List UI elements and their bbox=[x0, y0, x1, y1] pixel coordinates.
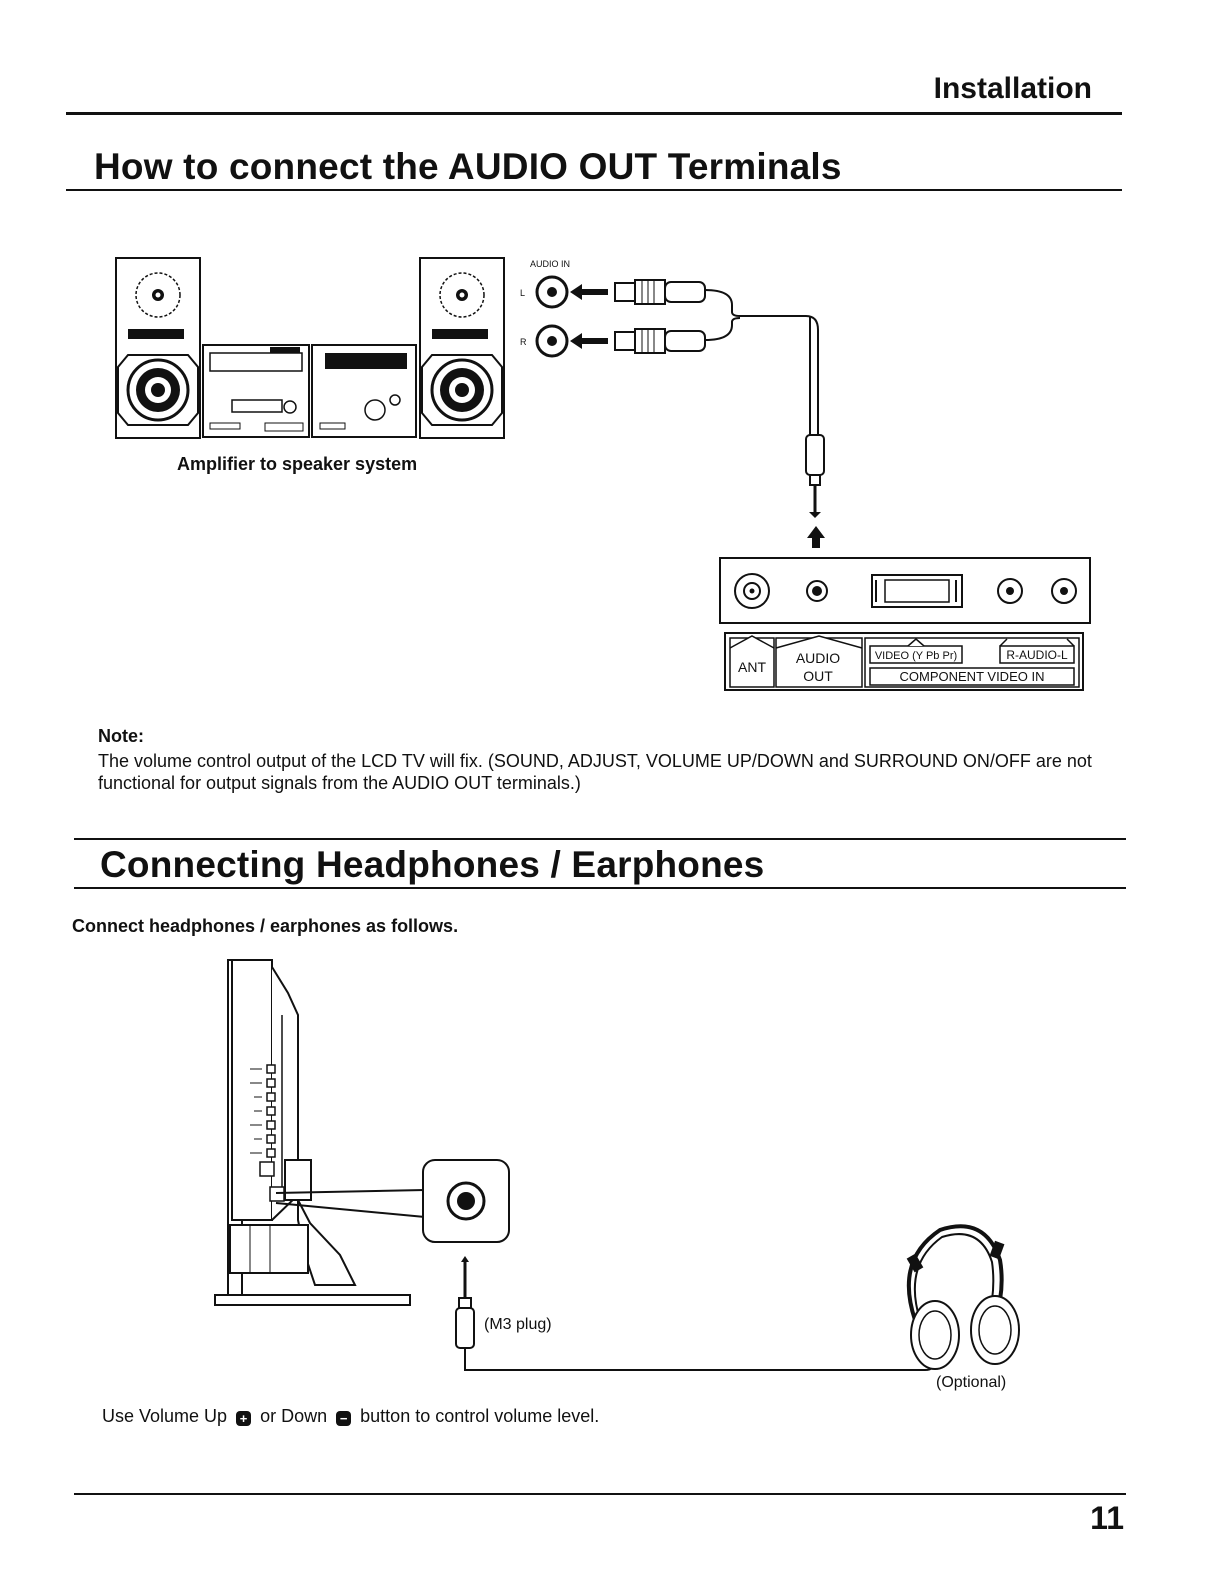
video-label: VIDEO (Y Pb Pr) bbox=[875, 650, 957, 662]
l-label: L bbox=[520, 288, 525, 298]
out-label: OUT bbox=[803, 668, 833, 684]
ant-label: ANT bbox=[738, 659, 766, 675]
optional-label: (Optional) bbox=[936, 1374, 1007, 1391]
headphone-connection-illustration bbox=[455, 1224, 1020, 1371]
section1-title-rule bbox=[66, 189, 1122, 191]
component-label: COMPONENT VIDEO IN bbox=[900, 669, 1045, 684]
raudio-label: R-AUDIO-L bbox=[1006, 648, 1068, 662]
r-label: R bbox=[520, 337, 527, 347]
footer-rule bbox=[74, 1493, 1126, 1495]
amplifier-speaker-illustration bbox=[115, 257, 505, 439]
section2-title: Connecting Headphones / Earphones bbox=[100, 844, 765, 885]
m3-plug-label: (M3 plug) bbox=[484, 1316, 552, 1333]
instruction-text-middle: or Down bbox=[260, 1406, 328, 1426]
amplifier-caption: Amplifier to speaker system bbox=[177, 454, 418, 474]
instruction-text-start: Use Volume Up bbox=[102, 1406, 228, 1426]
page-number: 11 bbox=[1090, 1500, 1124, 1536]
volume-instruction: Use Volume Up + or Down − button to cont… bbox=[102, 1405, 599, 1427]
note-title: Note: bbox=[98, 726, 144, 746]
section-label: Installation bbox=[933, 72, 1092, 105]
section2-title-rule bbox=[74, 887, 1126, 889]
volume-up-icon: + bbox=[236, 1411, 252, 1426]
header-rule bbox=[66, 112, 1122, 115]
section1-title: How to connect the AUDIO OUT Terminals bbox=[94, 146, 842, 187]
note-text: The volume control output of the LCD TV … bbox=[98, 751, 1092, 793]
audio-label: AUDIO bbox=[796, 650, 840, 666]
audio-cable-diagram: AUDIO IN L R ANT AUDIO OUT VIDEO (Y bbox=[520, 259, 1091, 691]
instruction-text-end: button to control volume level. bbox=[360, 1406, 600, 1426]
volume-down-icon: − bbox=[336, 1411, 352, 1426]
tv-side-view-illustration bbox=[214, 959, 510, 1306]
audio-in-label: AUDIO IN bbox=[530, 259, 570, 269]
section2-top-rule bbox=[74, 838, 1126, 840]
section2-lead: Connect headphones / earphones as follow… bbox=[72, 916, 459, 936]
